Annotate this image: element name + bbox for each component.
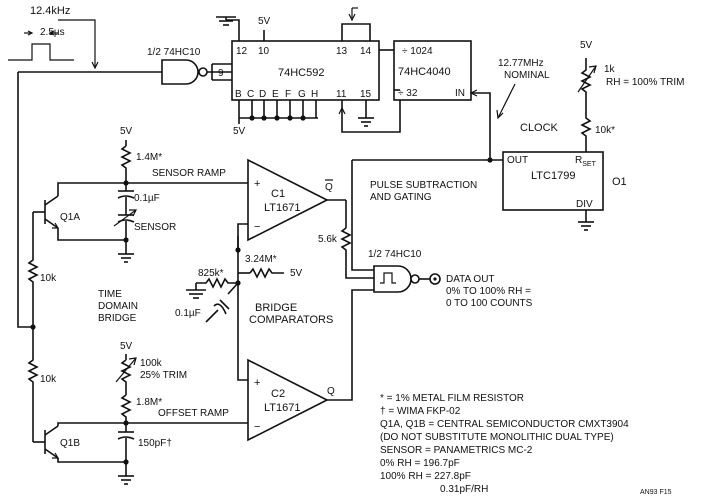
ltc-rset: RSET (575, 155, 597, 168)
bias-network: 3.24M* 5V 825k* 0.1µF BRIDGE COMPARATORS (175, 236, 333, 326)
u592-pin-h: H (311, 89, 318, 100)
u4040-in: IN (455, 88, 465, 99)
r10k-upper: 10k (40, 273, 57, 284)
c150pf: 150pF† (138, 438, 172, 449)
note-5: SENSOR = PANAMETRICS MC-2 (380, 445, 533, 456)
bridge-label: BRIDGE (255, 302, 297, 314)
r825k: 825k* (198, 268, 224, 279)
note-8: 0.31pF/RH (440, 484, 488, 495)
time-domain-label-2: DOMAIN (98, 301, 138, 312)
clock-label: CLOCK (520, 122, 559, 134)
c-sensor-ref: 0.1µF (134, 193, 160, 204)
u4040-div1024: ÷ 1024 (402, 46, 433, 57)
input-nand-gate: 1/2 74HC10 (18, 47, 232, 85)
input-gate-label: 1/2 74HC10 (147, 47, 201, 58)
sensor-label: SENSOR (134, 222, 176, 233)
notes: * = 1% METAL FILM RESISTOR † = WIMA FKP-… (380, 393, 672, 496)
figure-id: AN93 F15 (640, 489, 672, 496)
clock-nominal: NOMINAL (504, 70, 550, 81)
note-7: 100% RH = 227.8pF (380, 471, 471, 482)
r324m: 3.24M* (245, 254, 277, 265)
counter-74hc592: 74HC592 12 10 13 14 9 B C D E F G H 11 1… (216, 7, 401, 137)
u592-pin-10: 10 (258, 46, 270, 57)
ltc-o1: O1 (612, 176, 627, 188)
c1-plus: + (254, 178, 260, 190)
data-out-counts: 0 TO 100 COUNTS (446, 298, 533, 309)
r18m: 1.8M* (136, 397, 162, 408)
c1-part: LT1671 (264, 202, 301, 214)
time-domain-label: TIME (98, 289, 122, 300)
note-4: (DO NOT SUBSTITUTE MONOLITHIC DUAL TYPE) (380, 432, 614, 443)
output-gate-label: 1/2 74HC10 (368, 249, 422, 260)
rset-trim: 1k (604, 64, 616, 75)
r5k6: 5.6k (318, 234, 338, 245)
u592-pin-14: 14 (360, 46, 372, 57)
input-pulse: 12.4kHz 2.5µs (8, 5, 99, 70)
input-gate-pin-9: 9 (218, 68, 224, 79)
note-3: Q1A, Q1B = CENTRAL SEMICONDUCTOR CMXT390… (380, 419, 629, 430)
note-1: * = 1% METAL FILM RESISTOR (380, 393, 524, 404)
q1b-label: Q1B (60, 438, 80, 449)
r-sensor: 1.4M* (136, 152, 162, 163)
pulse-label-2: AND GATING (370, 192, 432, 203)
u592-name: 74HC592 (278, 67, 324, 79)
ltc-out: OUT (507, 155, 528, 166)
rset-trim-note: RH = 100% TRIM (606, 77, 684, 88)
ltc-div: DIV (576, 199, 593, 210)
u592-pin-12: 12 (236, 46, 248, 57)
c2-minus: − (254, 421, 260, 433)
counter-74hc4040: 74HC4040 ÷ 1024 ÷ 32 IN 12.77MHz NOMINAL (379, 40, 550, 160)
comparators-label: COMPARATORS (249, 314, 333, 326)
u592-pin-g: G (298, 89, 306, 100)
u592-pin-15: 15 (360, 89, 372, 100)
u592-pin-b: B (235, 89, 242, 100)
u592-pin-c: C (247, 89, 254, 100)
ltc-name: LTC1799 (531, 170, 575, 182)
note-2: † = WIMA FKP-02 (380, 406, 461, 417)
pulse-frequency: 12.4kHz (30, 5, 70, 17)
comparator-c2: + − C2 LT1671 Q (247, 289, 374, 442)
r324m-vcc: 5V (290, 268, 303, 279)
u592-pin-f: F (285, 89, 291, 100)
c1-name: C1 (271, 188, 285, 200)
c1-q-bar: Q (325, 182, 333, 193)
note-6: 0% RH = 196.7pF (380, 458, 460, 469)
u592-pin-13: 13 (336, 46, 348, 57)
r100k-trim: 100k (140, 358, 163, 369)
sensor-ramp-label: SENSOR RAMP (152, 168, 226, 179)
offset-ramp: 5V 100k 25% TRIM 1.8M* OFFSET RAMP 150pF… (32, 341, 248, 485)
oscillator-ltc1799: OUT LTC1799 RSET O1 DIV CLOCK 5V 1k RH =… (352, 40, 684, 231)
u4040-name: 74HC4040 (398, 66, 451, 78)
u592-pin-e: E (272, 89, 279, 100)
u592-vcc: 5V (258, 16, 271, 27)
u592-pin-11: 11 (336, 89, 347, 100)
c2-plus: + (254, 377, 260, 389)
u4040-div32: ÷ 32 (398, 88, 418, 99)
offset-ramp-label: OFFSET RAMP (158, 408, 229, 419)
u592-bus-5v: 5V (233, 126, 246, 137)
rset-fixed: 10k* (595, 125, 615, 136)
data-out-range: 0% TO 100% RH = (446, 286, 531, 297)
r10k-lower: 10k (40, 374, 57, 385)
output-nand-gate: 1/2 74HC10 DATA OUT 0% TO 100% RH = 0 TO… (351, 160, 533, 309)
sensor-vcc: 5V (120, 126, 133, 137)
u592-pin-d: D (259, 89, 266, 100)
time-domain-label-3: BRIDGE (98, 313, 137, 324)
q1a-label: Q1A (60, 212, 80, 223)
r100k-trim-note: 25% TRIM (140, 370, 187, 381)
clock-frequency: 12.77MHz (498, 58, 544, 69)
c2-q: Q (327, 386, 335, 397)
rset-vcc: 5V (580, 40, 593, 51)
offset-vcc: 5V (120, 341, 133, 352)
data-out-label: DATA OUT (446, 274, 495, 285)
c1-minus: − (254, 221, 260, 233)
comparator-c1: + − C1 LT1671 Q 5.6k (237, 158, 374, 381)
c2-part: LT1671 (264, 402, 301, 414)
c2-name: C2 (271, 388, 285, 400)
c01uf-mid: 0.1µF (175, 308, 201, 319)
pulse-label-1: PULSE SUBTRACTION (370, 180, 477, 191)
time-domain-bridge: Q1A 10k 10k TIME DOMAIN BRIDGE 5V 1.4M* … (17, 72, 248, 430)
